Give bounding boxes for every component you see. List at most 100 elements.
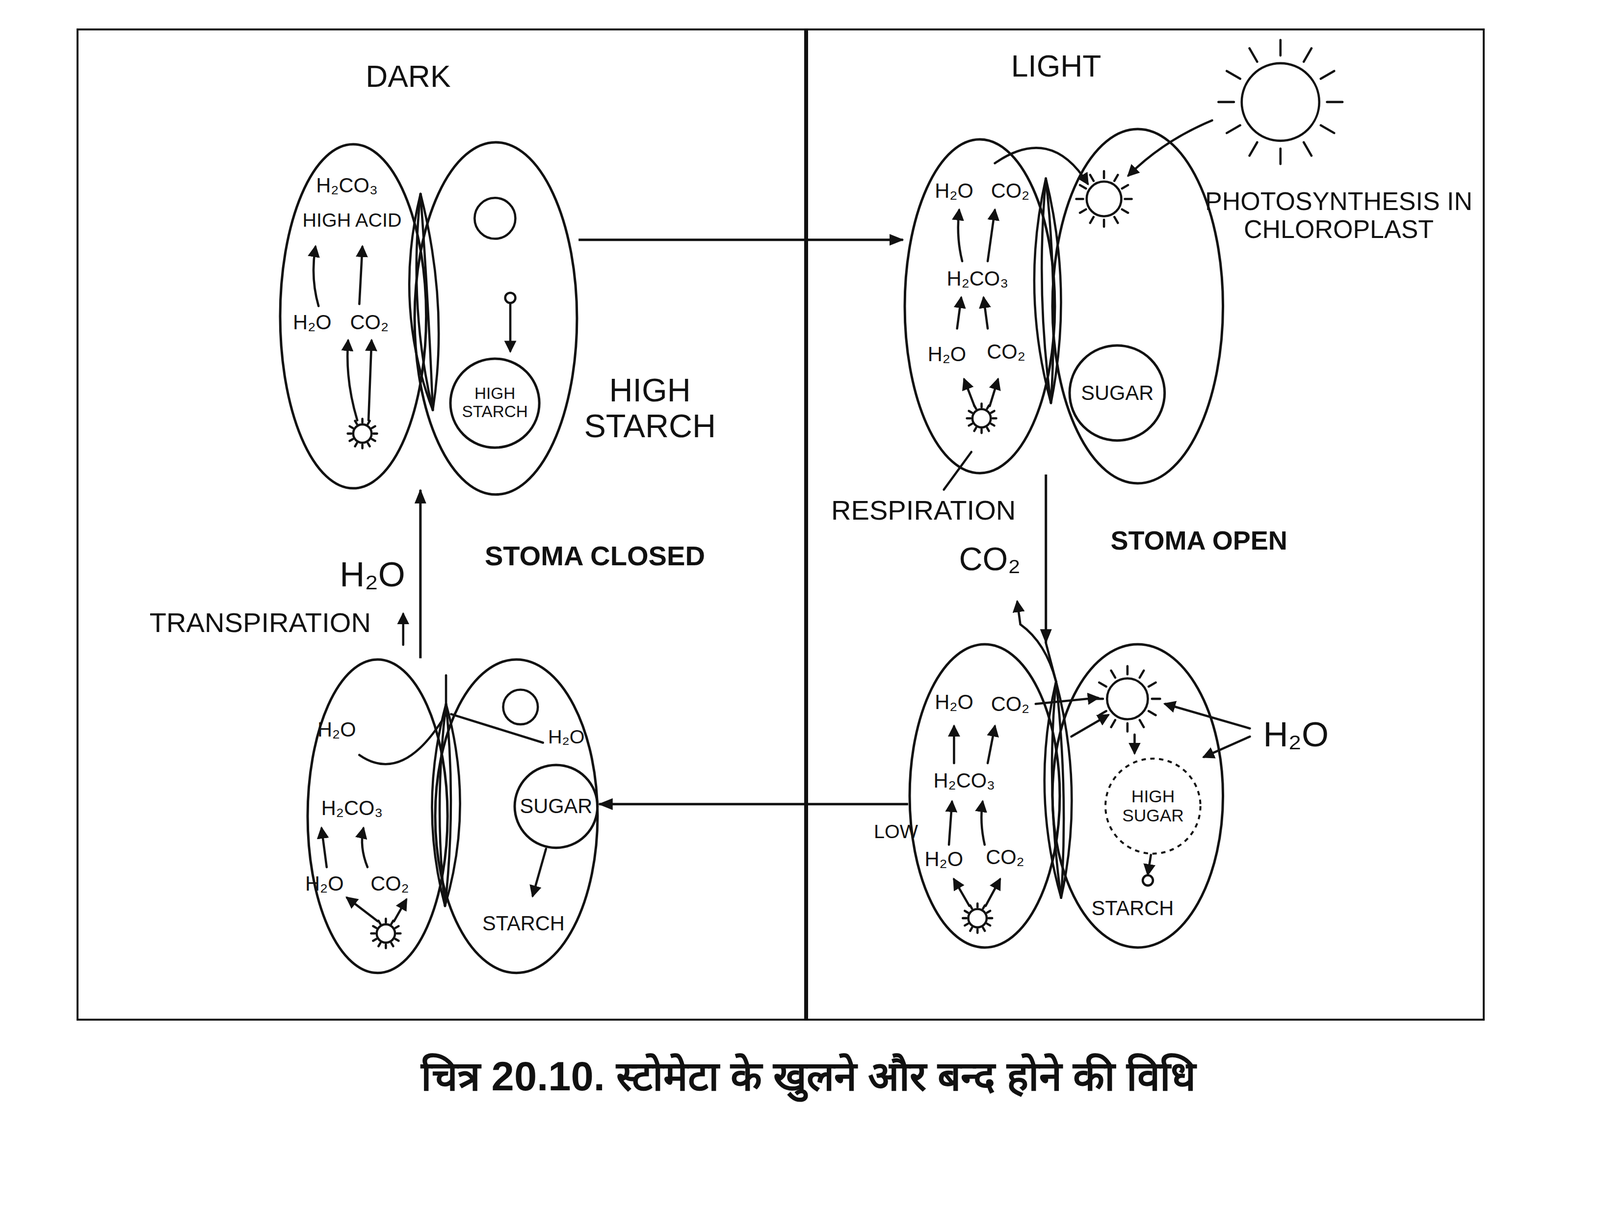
process-arrow	[321, 828, 327, 867]
node-text: PHOTOSYNTHESIS IN CHLOROPLAST	[1201, 187, 1477, 244]
node-text: H₂O	[927, 342, 967, 366]
node-text: H₂O	[1262, 715, 1329, 754]
process-arrow	[362, 828, 368, 867]
guard-cell: H₂OH₂CO₃H₂OCO₂	[306, 657, 449, 975]
outline-line	[445, 675, 448, 704]
process-arrow	[1071, 714, 1109, 737]
organelle-circle	[972, 409, 991, 428]
node-text: STARCH	[482, 912, 565, 935]
process-arrow	[948, 801, 952, 845]
node-text: CO₂	[991, 179, 1030, 203]
edge-label: STOMA CLOSED	[480, 539, 709, 574]
node-text: HIGH STARCH	[573, 372, 727, 445]
sun-rays	[347, 419, 378, 449]
sun-rays	[1094, 666, 1160, 732]
process-arrow	[393, 899, 407, 922]
sun-rays	[1218, 39, 1343, 164]
process-arrow	[509, 304, 512, 352]
node-text: CO₂	[985, 845, 1025, 869]
state-arrow	[1044, 474, 1048, 643]
guard-cell: HIGH STARCHHIGH STARCH	[413, 140, 579, 497]
node-text: H₂CO₃	[321, 796, 383, 820]
figure-caption: चित्र 20.10. स्टोमेटा के खुलने और बन्द ह…	[420, 1053, 1196, 1100]
node-text: H₂O	[924, 847, 964, 871]
organelle-circle	[474, 197, 516, 239]
state-arrow	[578, 238, 903, 241]
dark-panel: DARKH₂CO₃HIGH ACIDH₂OCO₂HIGH STARCHHIGH …	[76, 28, 809, 1021]
state-arrow	[599, 802, 909, 806]
node-text: LIGHT	[1011, 49, 1102, 84]
process-arrow	[987, 209, 996, 262]
sun-rays	[962, 903, 993, 933]
node-text: CO₂	[350, 311, 390, 334]
guard-cell: H₂CO₃ HIGH ACID H₂O CO₂	[278, 142, 428, 490]
process-arrow	[401, 614, 405, 645]
annotation-label: H₂O	[339, 555, 406, 594]
outline-line	[450, 713, 543, 743]
state-arrow	[419, 489, 422, 658]
process-arrow	[1147, 854, 1151, 875]
cell-outline	[1050, 127, 1225, 485]
annotation-label: CO₂	[958, 541, 1021, 578]
process-arrow	[958, 209, 963, 262]
process-arrow	[346, 897, 378, 922]
organelle-circle	[1086, 181, 1122, 217]
process-arrow	[983, 297, 988, 329]
cell-outline	[908, 642, 1062, 949]
cell-outline-shape	[514, 764, 598, 848]
process-arrow	[1204, 736, 1251, 758]
cell-outline-shape	[280, 144, 427, 489]
node-text: HIGH ACID	[302, 209, 402, 231]
sugar-vacuole: SUGAR	[513, 763, 600, 850]
process-arrow	[964, 379, 975, 406]
cell-outline-shape	[435, 659, 598, 973]
node-text: H₂CO₃	[933, 769, 996, 792]
cell-outline-shape	[909, 644, 1060, 948]
node-text: H₂O	[934, 179, 974, 203]
node-text: H₂O	[317, 718, 357, 741]
cell-outline-shape	[1069, 345, 1165, 441]
node-text: H₂CO₃	[946, 267, 1009, 290]
node-text: H₂O	[934, 690, 974, 714]
process-arrow	[957, 297, 962, 329]
organelle-circle	[353, 424, 372, 443]
organelle-circle	[1106, 678, 1148, 720]
process-arrow	[981, 801, 985, 845]
guard-cell: H₂OCO₂H₂CO₃LOWH₂OCO₂	[908, 642, 1062, 949]
guard-cell: H₂OSTARCHSUGAR	[433, 657, 600, 975]
outline-line	[431, 704, 446, 907]
annotation-label: TRANSPIRATION	[149, 607, 371, 638]
outline-line	[420, 193, 439, 411]
guard-cell: H₂OSTARCHHIGH SUGAR	[1050, 642, 1225, 949]
cell-outline	[903, 137, 1057, 475]
node-text: CO₂	[986, 340, 1026, 364]
node-text: CO₂	[370, 872, 410, 895]
cell-outline-shape	[414, 142, 578, 495]
starch-grain: HIGH STARCH	[448, 357, 541, 449]
node-text: HIGH SUGAR	[1112, 786, 1194, 826]
process-arrow	[1133, 734, 1136, 753]
cell-outline	[413, 140, 579, 497]
process-arrow	[952, 726, 956, 763]
process-arrow	[985, 879, 1000, 906]
node-text: H₂CO₃	[315, 174, 378, 198]
node-text: H₂O	[292, 311, 332, 334]
process-arrow	[1017, 602, 1056, 682]
process-arrow	[359, 246, 363, 304]
organelle-circle	[502, 689, 538, 725]
cell-outline-shape	[904, 139, 1055, 473]
node-text: SUGAR	[1080, 381, 1154, 405]
process-arrow	[313, 246, 319, 307]
process-arrow	[368, 340, 372, 420]
organelle-circle	[1142, 875, 1154, 886]
cell-outline-shape	[1105, 758, 1201, 854]
node-text: LOW	[873, 820, 919, 842]
cell-outline-shape	[1052, 644, 1224, 948]
annotation-label: RESPIRATION	[831, 495, 1016, 526]
process-arrow	[347, 340, 358, 420]
node-text: SUGAR	[519, 794, 593, 818]
sun-rays	[370, 918, 401, 948]
sun-rays	[1076, 171, 1132, 227]
